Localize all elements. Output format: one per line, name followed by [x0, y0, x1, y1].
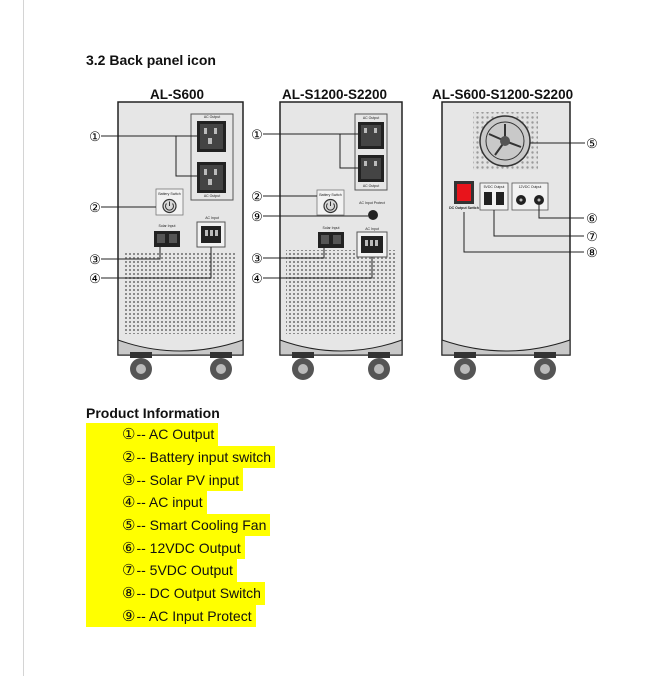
legend-item: ④-- AC input: [86, 491, 275, 514]
ac-output-label: AC Output: [363, 116, 379, 120]
12vdc-output-label: 12VDC Output: [519, 185, 542, 189]
callout-ac-input-protect: ⑨: [251, 209, 263, 224]
legend-item: ②-- Battery input switch: [86, 445, 276, 469]
wheel-icon: [534, 352, 556, 380]
ac-output-label: AC Output: [204, 194, 220, 198]
cabinet-s600: AC Output AC Output Battery Switch Solar…: [89, 101, 244, 380]
ac-input-label: AC Input: [205, 216, 219, 220]
cabinet-s1200-s2200: AC Output AC Output Battery Switch AC In…: [251, 101, 403, 380]
ac-output-label: AC Output: [204, 115, 220, 119]
usb-port-icon: [496, 192, 504, 205]
battery-switch-label: Battery Switch: [158, 192, 180, 196]
back-panel-diagram: AC Output AC Output Battery Switch Solar…: [89, 101, 598, 380]
legend-list: ①-- AC Output ②-- Battery input switch ③…: [86, 423, 276, 628]
ac-output-frame: [354, 113, 388, 191]
ac-output-label: AC Output: [363, 184, 379, 188]
callout-dc-output-switch: ⑧: [586, 245, 598, 260]
vent-grille: [286, 250, 396, 334]
5vdc-output-label: 5VDC Output: [484, 185, 505, 189]
legend-item: ①-- AC Output: [86, 423, 275, 446]
ac-input-label: AC Input: [365, 227, 379, 231]
legend-item: ⑧-- DC Output Switch: [86, 581, 275, 605]
callout-ac-output: ①: [251, 127, 263, 142]
legend-item: ⑤-- Smart Cooling Fan: [86, 513, 275, 537]
cabinet-base: [117, 339, 244, 356]
legend-item: ⑦-- 5VDC Output: [86, 559, 275, 582]
callout-12vdc-output: ⑥: [586, 211, 598, 226]
usb-port-icon: [484, 192, 492, 205]
ac-input-protect-label: AC Input Protect: [359, 201, 385, 205]
callout-battery-switch: ②: [89, 200, 101, 215]
page-margin-rule: [23, 0, 24, 676]
model-label-s1200-s2200: AL-S1200-S2200: [282, 87, 388, 102]
ac-output-frame: [190, 113, 234, 201]
callout-cooling-fan: ⑤: [586, 136, 598, 151]
wheel-icon: [368, 352, 390, 380]
vent-grille: [124, 252, 237, 334]
wheel-icon: [210, 352, 232, 380]
dc-output-switch-label: DC Output Switch: [449, 206, 479, 210]
wheel-icon: [454, 352, 476, 380]
callout-solar-input: ③: [89, 252, 101, 267]
callout-battery-switch: ②: [251, 189, 263, 204]
legend-item: ⑥-- 12VDC Output: [86, 536, 275, 560]
wheel-icon: [130, 352, 152, 380]
fuse-holder-icon: [368, 210, 378, 220]
callout-ac-output: ①: [89, 129, 101, 144]
legend-item: ⑨-- AC Input Protect: [86, 604, 275, 628]
product-info-title: Product Information: [86, 405, 220, 421]
callout-ac-input: ④: [251, 271, 263, 286]
cabinet-side-panel: DC Output Switch 5VDC Output 12VDC Outpu…: [441, 101, 598, 380]
callout-ac-input: ④: [89, 271, 101, 286]
solar-input-label: Solar Input: [159, 224, 176, 228]
callout-solar-input: ③: [251, 251, 263, 266]
battery-switch-label: Battery Switch: [319, 193, 341, 197]
dc-output-switch-icon: [457, 184, 471, 201]
wheel-icon: [292, 352, 314, 380]
section-title: 3.2 Back panel icon: [86, 52, 216, 68]
model-label-all: AL-S600-S1200-S2200: [432, 87, 574, 102]
callout-5vdc-output: ⑦: [586, 229, 598, 244]
solar-input-label: Solar Input: [323, 226, 340, 230]
model-label-s600: AL-S600: [150, 87, 205, 102]
legend-item: ③-- Solar PV input: [86, 468, 275, 492]
